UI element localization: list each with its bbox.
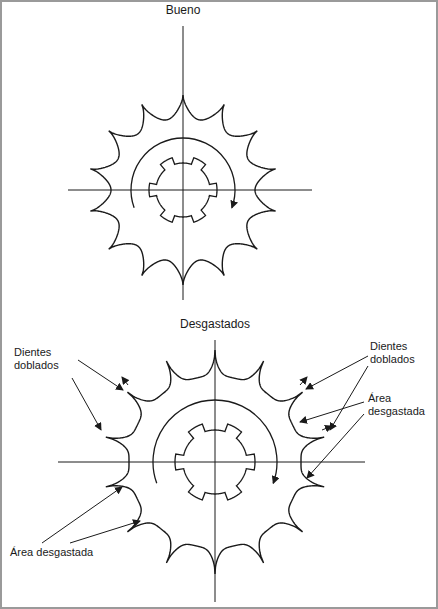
leader-line <box>72 378 101 430</box>
hub-spline <box>175 424 255 500</box>
leader-line <box>300 402 364 422</box>
leader-line <box>78 360 123 390</box>
leader-line <box>42 487 122 543</box>
bend-arrow <box>300 377 307 385</box>
leader-line <box>330 366 368 430</box>
sprocket-outline <box>106 350 324 574</box>
axis-line <box>58 462 365 463</box>
rotation-arrow <box>131 138 235 208</box>
callout-label: Dientes doblados <box>370 340 432 366</box>
sprocket-outline <box>90 95 275 285</box>
bend-arrow <box>322 426 332 430</box>
figure-heading: Bueno <box>133 4 233 17</box>
bend-arrow <box>122 377 128 385</box>
callout-label: Dientes doblados <box>14 346 76 372</box>
callout-label: Área desgastada <box>368 392 432 418</box>
callout-label: Área desgastada <box>10 546 120 559</box>
leader-line <box>306 356 368 389</box>
leader-line <box>70 521 140 543</box>
axis-line <box>68 190 312 191</box>
leader-line <box>307 414 364 478</box>
hub-spline <box>149 158 217 222</box>
figure-heading: Desgastados <box>150 318 280 331</box>
axis-line <box>215 340 216 602</box>
rotation-arrow <box>153 400 277 483</box>
